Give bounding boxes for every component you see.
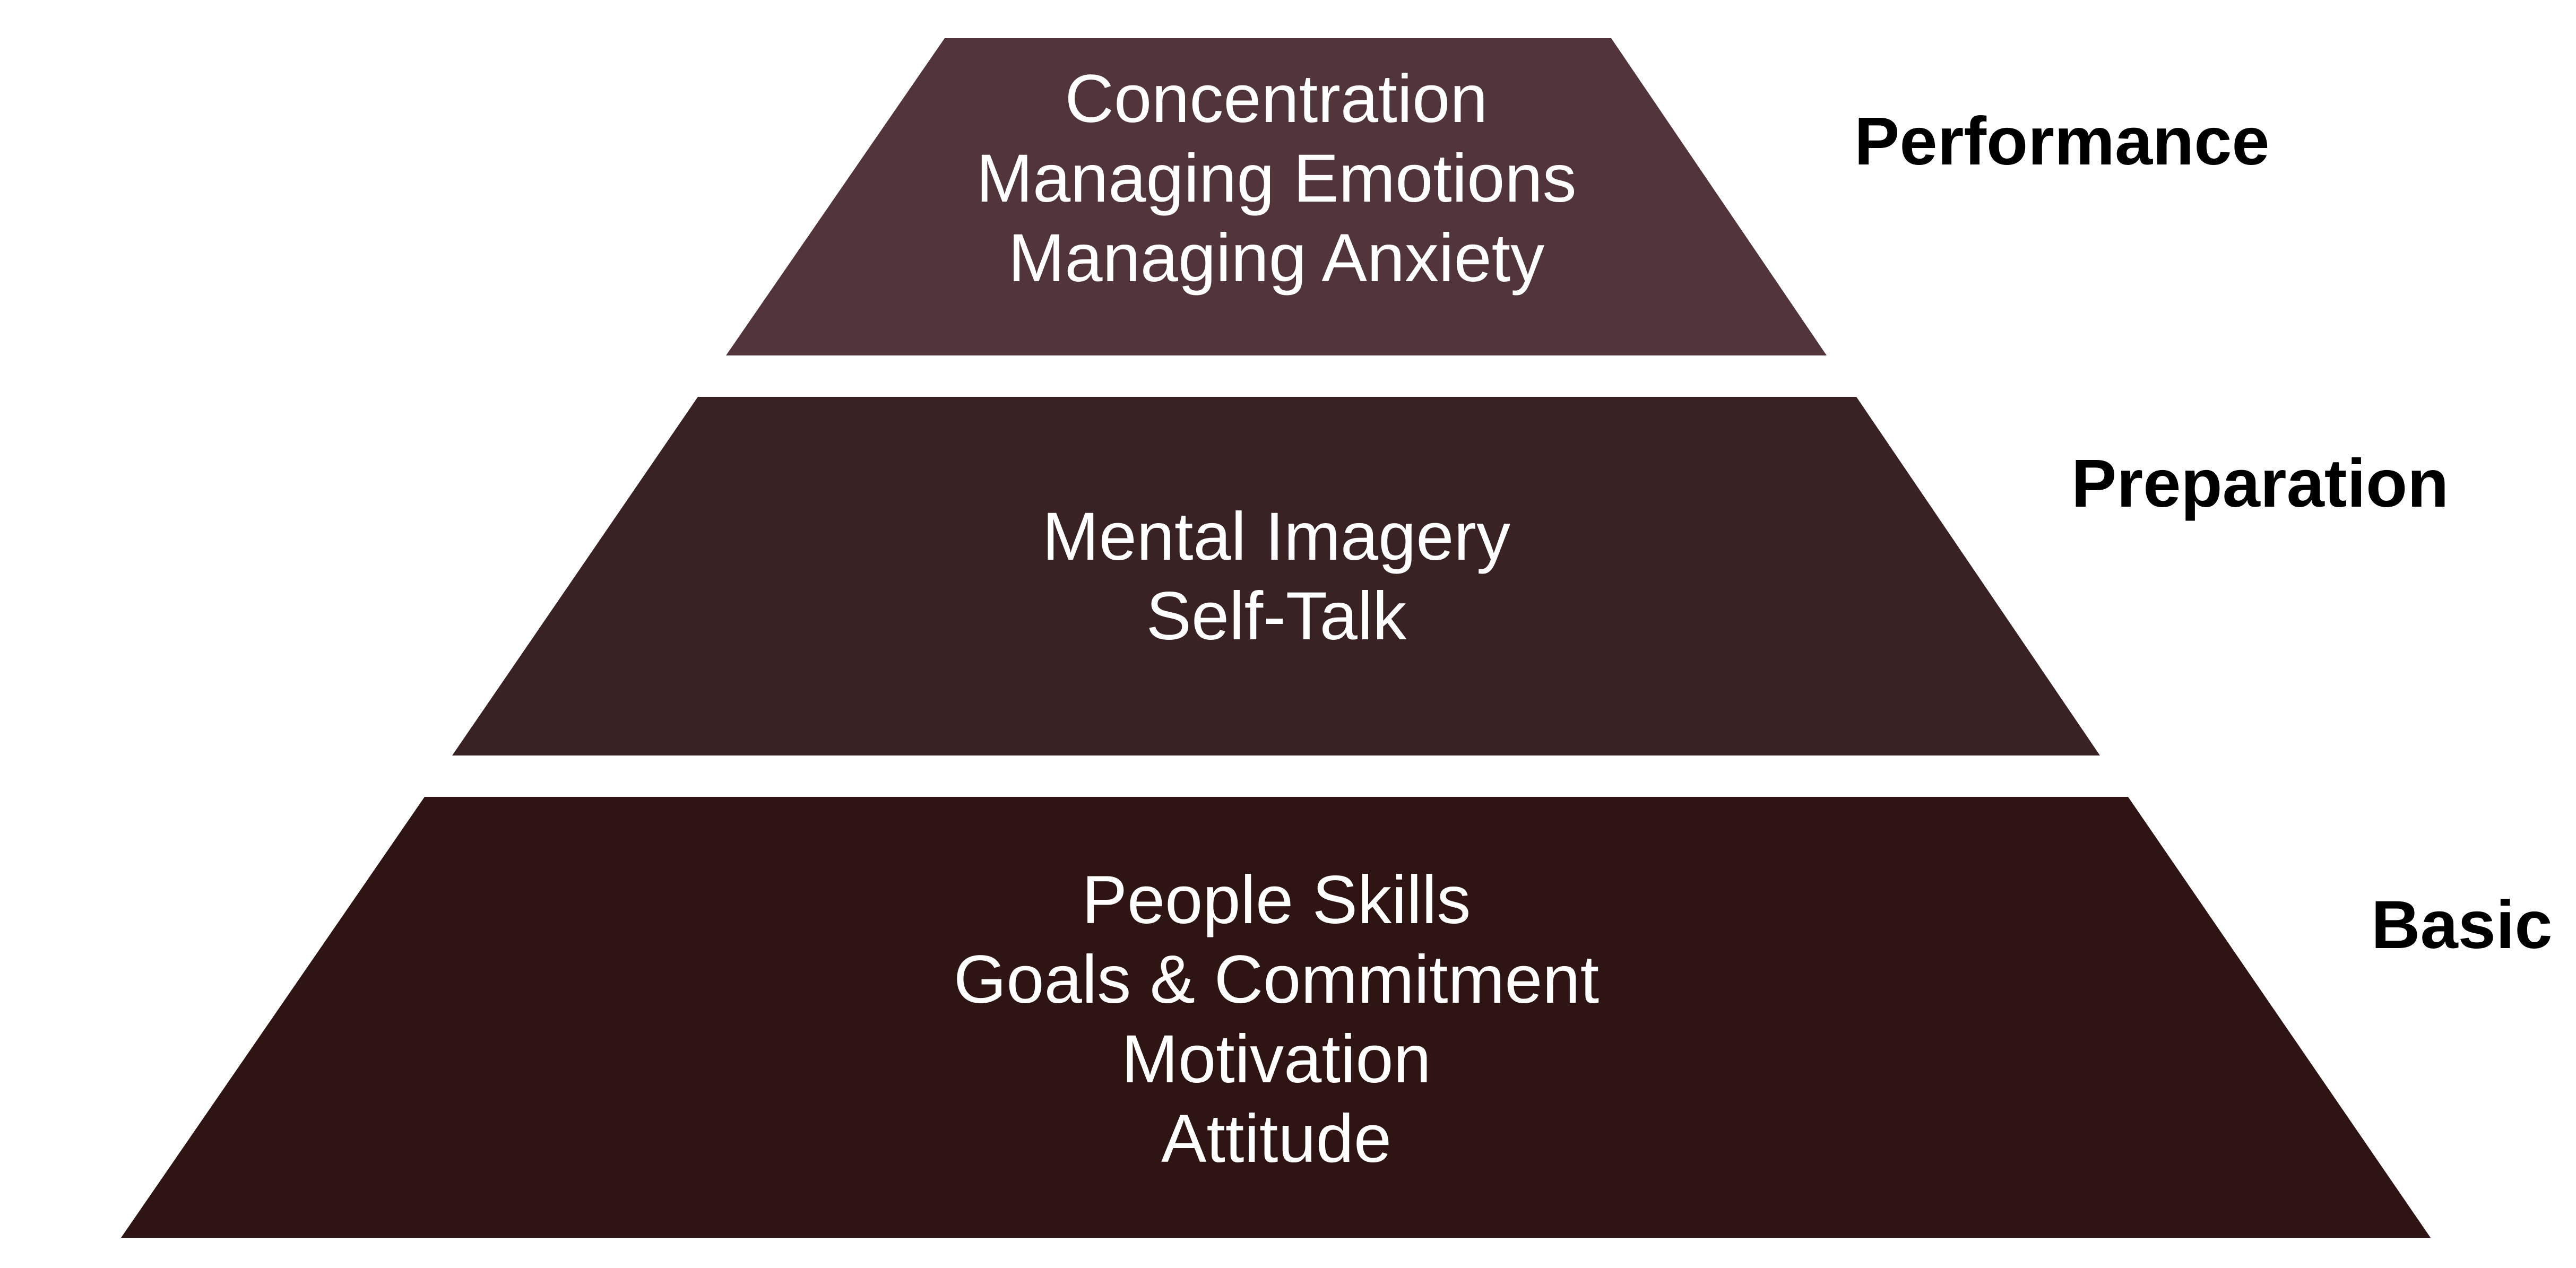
tier-performance-item: Managing Anxiety: [1008, 220, 1544, 296]
tier-performance-shape: [726, 38, 1827, 355]
tier-preparation-shape: [452, 397, 2100, 755]
tier-performance: Concentration Managing Emotions Managing…: [726, 38, 2270, 355]
tier-basic-item: People Skills: [1082, 862, 1471, 938]
tier-preparation: Mental Imagery Self-Talk Preparation: [452, 397, 2449, 755]
level-label-preparation: Preparation: [2071, 446, 2449, 522]
tier-basic-shape: [121, 797, 2431, 1238]
tier-basic-item: Attitude: [1161, 1101, 1391, 1177]
tier-preparation-item: Self-Talk: [1146, 578, 1407, 654]
level-label-performance: Performance: [1854, 103, 2270, 179]
tier-performance-item: Managing Emotions: [976, 141, 1576, 216]
tier-basic: People Skills Goals & Commitment Motivat…: [121, 797, 2553, 1238]
tier-basic-item: Goals & Commitment: [954, 942, 1599, 1018]
tier-preparation-item: Mental Imagery: [1042, 499, 1510, 575]
tier-performance-item: Concentration: [1065, 61, 1488, 137]
tier-basic-item: Motivation: [1121, 1021, 1431, 1097]
level-label-basic: Basic: [2371, 887, 2553, 963]
